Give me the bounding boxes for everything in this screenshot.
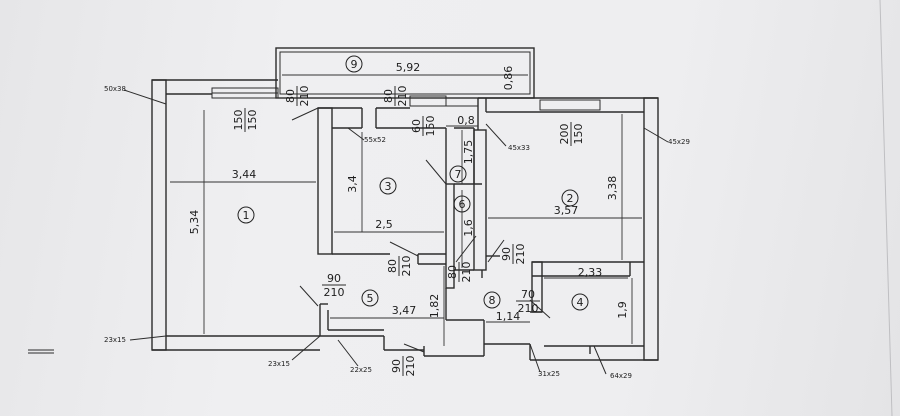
dim-34: 3,4 <box>346 175 359 193</box>
window-60-150 <box>409 95 447 107</box>
door-80-210-d-label: 80 210 <box>446 262 473 283</box>
dim-182: 1,82 <box>428 294 441 319</box>
door-swing-room6 <box>455 235 477 263</box>
wall-room1-room3 <box>317 107 333 255</box>
dim-534: 5,34 <box>188 210 201 235</box>
col-31x25: 31x25 <box>538 370 560 378</box>
interior-walls <box>317 95 644 344</box>
dim-233: 2,33 <box>578 266 603 279</box>
dim-344: 3,44 <box>232 168 257 181</box>
dim-114: 1,14 <box>496 310 521 323</box>
door-swing-room2 <box>487 239 505 263</box>
room-4-number: 4 <box>577 296 584 309</box>
svg-text:210: 210 <box>400 256 413 277</box>
room-1-number: 1 <box>243 209 250 222</box>
svg-text:210: 210 <box>518 302 539 315</box>
door-80-210-b-label: 80 210 <box>382 86 409 107</box>
svg-text:80: 80 <box>446 265 459 279</box>
dimension-lines <box>28 74 669 375</box>
svg-text:150: 150 <box>424 116 437 137</box>
outer-walls <box>151 47 659 361</box>
svg-text:80: 80 <box>386 259 399 273</box>
window-room-2 <box>539 99 601 111</box>
svg-text:150: 150 <box>232 110 245 131</box>
room-7-number: 7 <box>455 168 462 181</box>
svg-text:60: 60 <box>410 119 423 133</box>
door-swing-room4 <box>529 299 551 319</box>
door-swing-room3 <box>389 241 419 257</box>
svg-text:210: 210 <box>324 286 345 299</box>
room-markers: 1 2 3 4 5 6 7 8 9 <box>237 55 589 311</box>
dim-16: 1,6 <box>462 219 475 237</box>
dim-175: 1,75 <box>462 140 475 165</box>
room-3-number: 3 <box>385 180 392 193</box>
dim-338: 3,38 <box>606 176 619 201</box>
door-swing-room7 <box>425 159 447 185</box>
door-80-210-c-label: 80 210 <box>386 256 413 277</box>
door-swing-room1 <box>291 107 319 121</box>
svg-text:70: 70 <box>521 288 535 301</box>
wall-room6-room2 <box>473 129 487 271</box>
room-8-number: 8 <box>489 294 496 307</box>
column-labels: 50x38 55x52 45x33 45x29 23x15 23x15 22x2… <box>104 85 690 380</box>
col-23x15-a: 23x15 <box>104 336 126 344</box>
room-2-number: 2 <box>567 192 574 205</box>
col-22x25: 22x25 <box>350 366 372 374</box>
svg-text:90: 90 <box>390 359 403 373</box>
window-150-150-label: 150 150 <box>232 108 259 132</box>
svg-text:90: 90 <box>327 272 341 285</box>
col-23x15-b: 23x15 <box>268 360 290 368</box>
col-50x38: 50x38 <box>104 85 126 93</box>
window-60-150-label: 60 150 <box>410 116 437 137</box>
svg-text:210: 210 <box>298 86 311 107</box>
window-200-150-label: 200 150 <box>558 122 585 146</box>
col-45x29: 45x29 <box>668 138 690 146</box>
svg-text:200: 200 <box>558 124 571 145</box>
room-5-number: 5 <box>367 292 374 305</box>
balcony-9-inner <box>279 51 531 95</box>
wall-left-exterior <box>151 79 167 351</box>
col-45x33: 45x33 <box>508 144 530 152</box>
dim-347: 3,47 <box>392 304 417 317</box>
dimension-labels: 5,92 0,86 3,44 5,34 3,4 2,5 0,8 1,75 1,6… <box>188 61 629 323</box>
opening-labels: 150 150 80 210 80 210 60 150 <box>232 86 585 377</box>
room-9-number: 9 <box>351 58 358 71</box>
door-swing-entry <box>403 343 425 353</box>
svg-text:150: 150 <box>246 110 259 131</box>
door-swing-corridor <box>299 285 319 307</box>
svg-text:90: 90 <box>500 247 513 261</box>
door-90-210-c-label: 90 210 <box>390 356 417 377</box>
balcony-9-outline <box>275 47 535 99</box>
door-90-210-b-label: 90 210 <box>322 272 346 299</box>
svg-text:210: 210 <box>514 244 527 265</box>
col-55x52: 55x52 <box>364 136 386 144</box>
svg-text:210: 210 <box>396 86 409 107</box>
door-swings <box>291 107 551 353</box>
svg-text:80: 80 <box>382 89 395 103</box>
dim-357: 3,57 <box>554 204 579 217</box>
door-70-210-label: 70 210 <box>516 288 540 315</box>
door-80-210-a-label: 80 210 <box>284 86 311 107</box>
svg-text:210: 210 <box>404 356 417 377</box>
svg-text:150: 150 <box>572 124 585 145</box>
wall-room3-room6 <box>445 183 455 289</box>
dim-25: 2,5 <box>375 218 393 231</box>
svg-text:210: 210 <box>460 262 473 283</box>
col-64x29: 64x29 <box>610 372 632 380</box>
door-90-210-a-label: 90 210 <box>500 244 527 265</box>
dim-086: 0,86 <box>502 66 515 91</box>
room-6-number: 6 <box>459 198 466 211</box>
dim-592: 5,92 <box>396 61 421 74</box>
sheet-fold-line <box>879 0 893 416</box>
svg-text:80: 80 <box>284 89 297 103</box>
dim-08: 0,8 <box>457 114 475 127</box>
dim-19: 1,9 <box>616 301 629 319</box>
wall-right-exterior <box>643 97 659 361</box>
